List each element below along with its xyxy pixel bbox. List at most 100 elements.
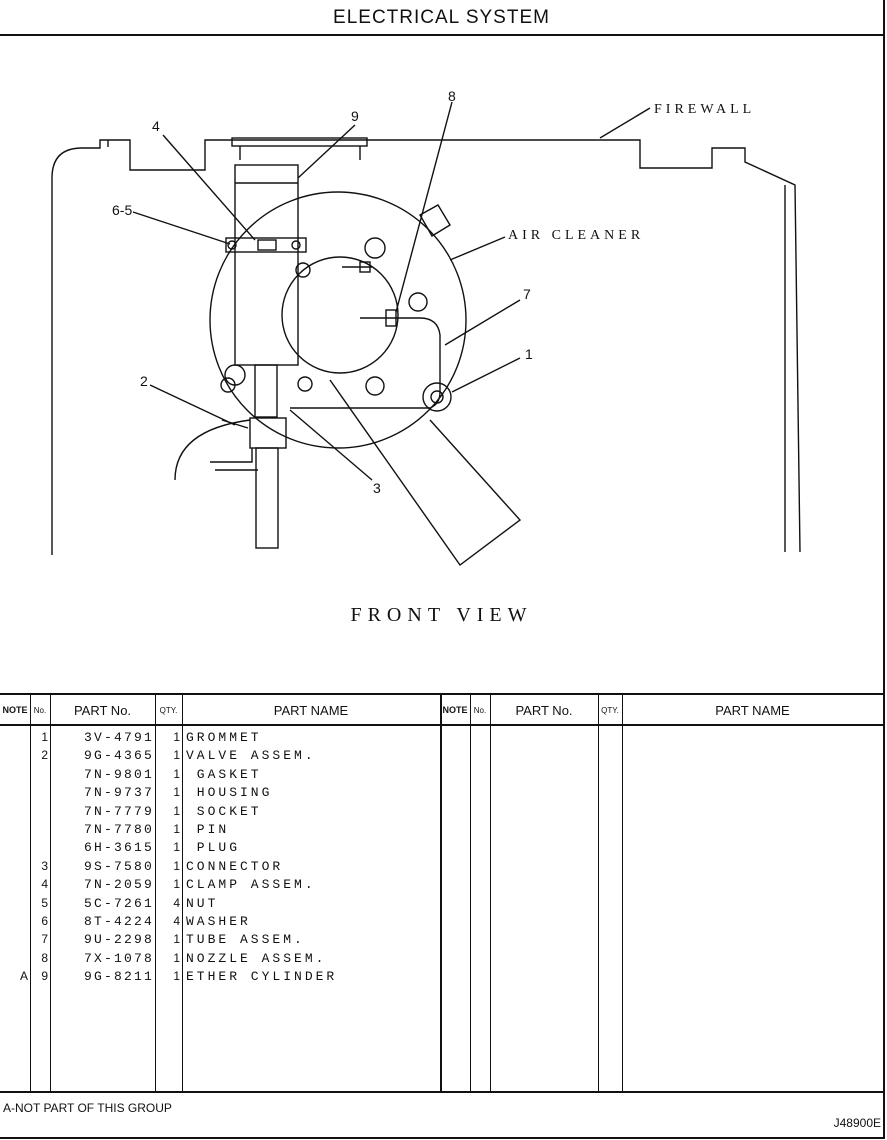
- row-number: 3: [41, 858, 48, 873]
- row-quantity: 1: [173, 840, 180, 855]
- header-no-right: No.: [470, 695, 490, 726]
- row-part-name: WASHER: [186, 914, 251, 929]
- row-part-name: GROMMET: [186, 730, 262, 745]
- row-part-number: 9U-2298: [83, 932, 154, 948]
- header-note: NOTE: [0, 695, 30, 726]
- callout-6-5: 6-5: [112, 202, 133, 218]
- header-no: No.: [30, 695, 50, 726]
- row-number: 2: [41, 748, 48, 763]
- table-row: 2 9G-4365 1 VALVE ASSEM.: [0, 748, 440, 766]
- table-row: 5 5C-7261 4 NUT: [0, 896, 440, 914]
- row-part-name: ETHER CYLINDER: [186, 969, 338, 985]
- front-view-diagram: FIREWALL AIR CLEANER 4 9 8 6-5 7 1 2 3: [0, 36, 883, 636]
- table-row: 6H-3615 1 PLUG: [0, 840, 440, 858]
- row-part-number: 7N-7779: [83, 803, 154, 819]
- row-quantity: 1: [173, 858, 180, 873]
- row-number: 4: [41, 877, 48, 892]
- grommet-shape: [422, 382, 452, 412]
- intake-pipe: [329, 379, 522, 566]
- table-row: 7N-7780 1 PIN: [0, 822, 440, 840]
- air-cleaner-label: AIR CLEANER: [508, 228, 645, 243]
- row-part-name: GASKET: [186, 766, 262, 782]
- row-quantity: 1: [173, 932, 180, 947]
- row-number: 9: [41, 969, 48, 984]
- row-part-number: 9G-8211: [83, 969, 154, 985]
- parts-table: NOTE No. PART No. QTY. PART NAME NOTE No…: [0, 693, 883, 1093]
- row-part-name: NOZZLE ASSEM.: [186, 950, 327, 966]
- row-part-number: 7N-9737: [83, 785, 154, 801]
- row-quantity: 4: [173, 914, 180, 928]
- row-quantity: 1: [173, 766, 180, 781]
- row-part-name: CONNECTOR: [186, 858, 284, 874]
- row-note: A: [19, 969, 28, 984]
- row-quantity: 1: [173, 730, 180, 744]
- row-quantity: 1: [173, 877, 180, 892]
- row-number: 6: [41, 914, 48, 928]
- header-note-right: NOTE: [440, 695, 470, 726]
- ether-cylinder-shape: [234, 164, 299, 366]
- row-number: 8: [41, 950, 48, 965]
- header-qty: QTY.: [155, 695, 182, 726]
- mount-bracket: [231, 137, 368, 147]
- title-bar: ELECTRICAL SYSTEM: [0, 0, 883, 36]
- header-part-no-right: PART No.: [490, 695, 598, 726]
- row-part-name: NUT: [186, 895, 219, 911]
- row-part-name: CLAMP ASSEM.: [186, 877, 316, 893]
- row-quantity: 1: [173, 822, 180, 836]
- row-quantity: 1: [173, 748, 180, 763]
- header-qty-right: QTY.: [598, 695, 622, 726]
- table-row: 3 9S-7580 1 CONNECTOR: [0, 859, 440, 877]
- header-part-name-right: PART NAME: [622, 695, 883, 726]
- row-part-number: 6H-3615: [83, 840, 154, 856]
- row-number: 7: [41, 932, 48, 947]
- view-caption: FRONT VIEW: [350, 604, 533, 626]
- table-row: 8 7X-1078 1 NOZZLE ASSEM.: [0, 951, 440, 969]
- tube-shape: [290, 317, 441, 409]
- air-cleaner-inner: [281, 256, 399, 374]
- row-number: 5: [41, 895, 48, 910]
- row-part-name: SOCKET: [186, 803, 262, 819]
- table-row: 4 7N-2059 1 CLAMP ASSEM.: [0, 877, 440, 895]
- callout-9: 9: [351, 108, 359, 124]
- row-part-name: TUBE ASSEM.: [186, 932, 305, 948]
- row-quantity: 1: [173, 969, 180, 984]
- row-part-number: 5C-7261: [83, 895, 154, 911]
- diagram-drawing: [51, 101, 801, 566]
- row-part-number: 7N-9801: [83, 766, 154, 782]
- document-code: J48900E: [833, 1116, 881, 1130]
- firewall-label: FIREWALL: [654, 102, 756, 117]
- callout-2: 2: [140, 373, 148, 389]
- table-row: 1 3V-4791 1 GROMMET: [0, 730, 440, 748]
- callout-1: 1: [525, 346, 533, 362]
- callout-8: 8: [448, 88, 456, 104]
- table-row: 7N-9801 1 GASKET: [0, 767, 440, 785]
- row-part-number: 9G-4365: [83, 748, 154, 764]
- header-part-name: PART NAME: [182, 695, 440, 726]
- row-quantity: 1: [173, 803, 180, 818]
- row-quantity: 4: [173, 895, 180, 910]
- row-part-number: 9S-7580: [83, 858, 154, 874]
- row-quantity: 1: [173, 950, 180, 965]
- firewall-outline: [51, 139, 801, 555]
- row-part-number: 7X-1078: [83, 950, 154, 966]
- footnote: A-NOT PART OF THIS GROUP: [3, 1101, 172, 1115]
- air-cleaner-body: [209, 191, 467, 449]
- table-row: 7N-7779 1 SOCKET: [0, 804, 440, 822]
- row-part-name: PLUG: [186, 840, 241, 856]
- page-title: ELECTRICAL SYSTEM: [333, 7, 550, 28]
- valve-shape: [249, 417, 287, 449]
- row-quantity: 1: [173, 785, 180, 800]
- row-number: 1: [41, 730, 48, 744]
- table-row: 7 9U-2298 1 TUBE ASSEM.: [0, 932, 440, 950]
- row-part-number: 7N-2059: [83, 877, 154, 893]
- row-part-name: PIN: [186, 822, 230, 837]
- row-part-name: VALVE ASSEM.: [186, 748, 316, 764]
- header-part-no: PART No.: [50, 695, 155, 726]
- row-part-number: 3V-4791: [83, 730, 154, 745]
- clamp-shape: [225, 237, 307, 253]
- row-part-number: 7N-7780: [83, 822, 154, 837]
